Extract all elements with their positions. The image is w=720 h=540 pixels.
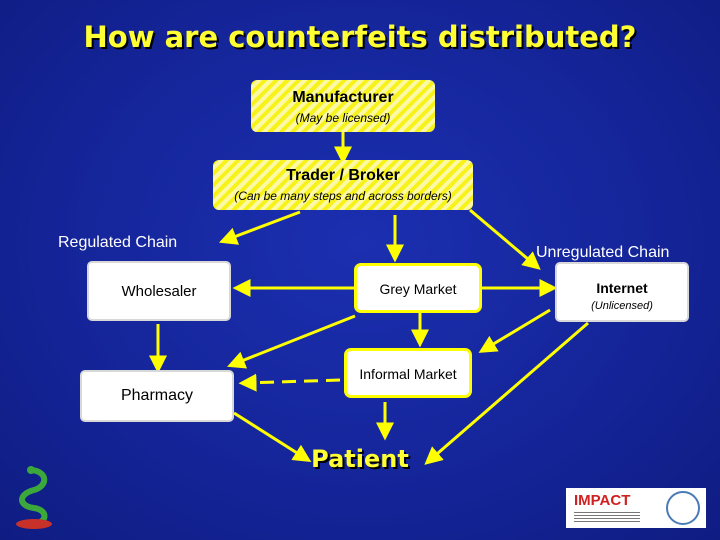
manufacturer-label: Manufacturer <box>292 89 394 106</box>
who-emblem-icon <box>666 491 700 525</box>
grey-market-label: Grey Market <box>379 281 457 297</box>
internet-note: (Unlicensed) <box>591 300 653 312</box>
trader-note: (Can be many steps and across borders) <box>234 189 452 203</box>
unregulated-chain-label: Unregulated Chain <box>536 244 670 261</box>
impact-logo-subtext <box>574 512 640 522</box>
pharmacy-label: Pharmacy <box>120 387 194 404</box>
arrow-grey-pharmacy <box>227 314 356 369</box>
informal-market-label: Informal Market <box>359 366 457 382</box>
regulated-chain-label: Regulated Chain <box>58 234 178 251</box>
arrow-informal-pharmacy <box>238 373 341 392</box>
patient-label: Patient <box>311 445 409 473</box>
page-title: How are counterfeits distributed? <box>83 20 637 54</box>
impact-who-logo: IMPACT <box>566 488 706 528</box>
trader-node: Trader / Broker (Can be many steps and a… <box>213 160 473 210</box>
arrow-internet-informal <box>478 308 551 353</box>
arrow-trader-regulated <box>218 210 301 245</box>
internet-label: Internet <box>596 280 648 296</box>
grey-market-node: Grey Market <box>354 263 482 313</box>
arrow-internet-patient <box>424 321 589 465</box>
internet-node: Internet (Unlicensed) <box>555 262 689 322</box>
trader-label: Trader / Broker <box>286 167 400 184</box>
manufacturer-node: Manufacturer (May be licensed) <box>251 80 435 132</box>
pharmacy-node: Pharmacy <box>80 370 234 422</box>
wholesaler-node: Wholesaler <box>87 261 231 321</box>
informal-market-node: Informal Market <box>344 348 472 398</box>
snake-logo-icon <box>16 466 52 529</box>
manufacturer-note: (May be licensed) <box>295 111 391 125</box>
impact-logo-text: IMPACT <box>574 492 631 509</box>
arrow-pharmacy-patient <box>233 411 312 463</box>
wholesaler-label: Wholesaler <box>121 283 197 300</box>
arrow-trader-unregulated <box>469 208 541 270</box>
